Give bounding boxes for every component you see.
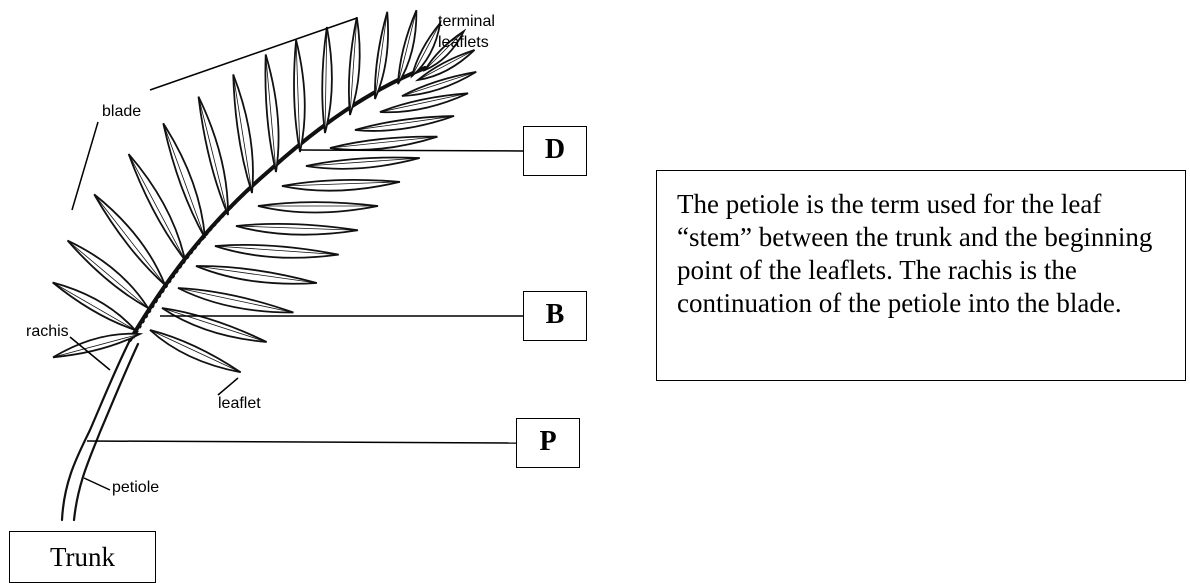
petiole-pointer-line [84, 478, 110, 490]
leaflet-midrib-26 [380, 93, 468, 112]
blade-bracket-line-bottom [72, 122, 98, 210]
leaflet-pointer-line [218, 378, 238, 395]
label-box-d: D [523, 126, 587, 176]
leaflet-shape-21 [258, 202, 378, 212]
blade-label: blade [102, 103, 141, 120]
leaflet-shape-9 [322, 27, 332, 133]
terminal-leaflets-label-line1: terminal [438, 13, 495, 30]
label-box-p: P [516, 418, 580, 468]
leaflet-label: leaflet [218, 395, 261, 412]
description-text: The petiole is the term used for the lea… [677, 188, 1167, 320]
leaflet-midrib-16 [162, 308, 267, 342]
leaflet-shape-19 [215, 245, 339, 258]
leaflet-midrib-5 [198, 97, 228, 215]
d-pointer-line [300, 150, 523, 151]
trunk-label-box: Trunk [9, 531, 156, 583]
description-text-box: The petiole is the term used for the lea… [656, 170, 1186, 381]
leaflet-midrib-17 [178, 288, 293, 313]
leaflets-group [53, 10, 476, 372]
p-pointer-line [87, 441, 516, 443]
petiole-label: petiole [112, 479, 159, 496]
label-box-b: B [523, 291, 587, 341]
terminal-leaflets-label-line2: leaflets [438, 34, 489, 51]
rachis-label: rachis [26, 323, 69, 340]
rachis-dots [134, 66, 428, 338]
